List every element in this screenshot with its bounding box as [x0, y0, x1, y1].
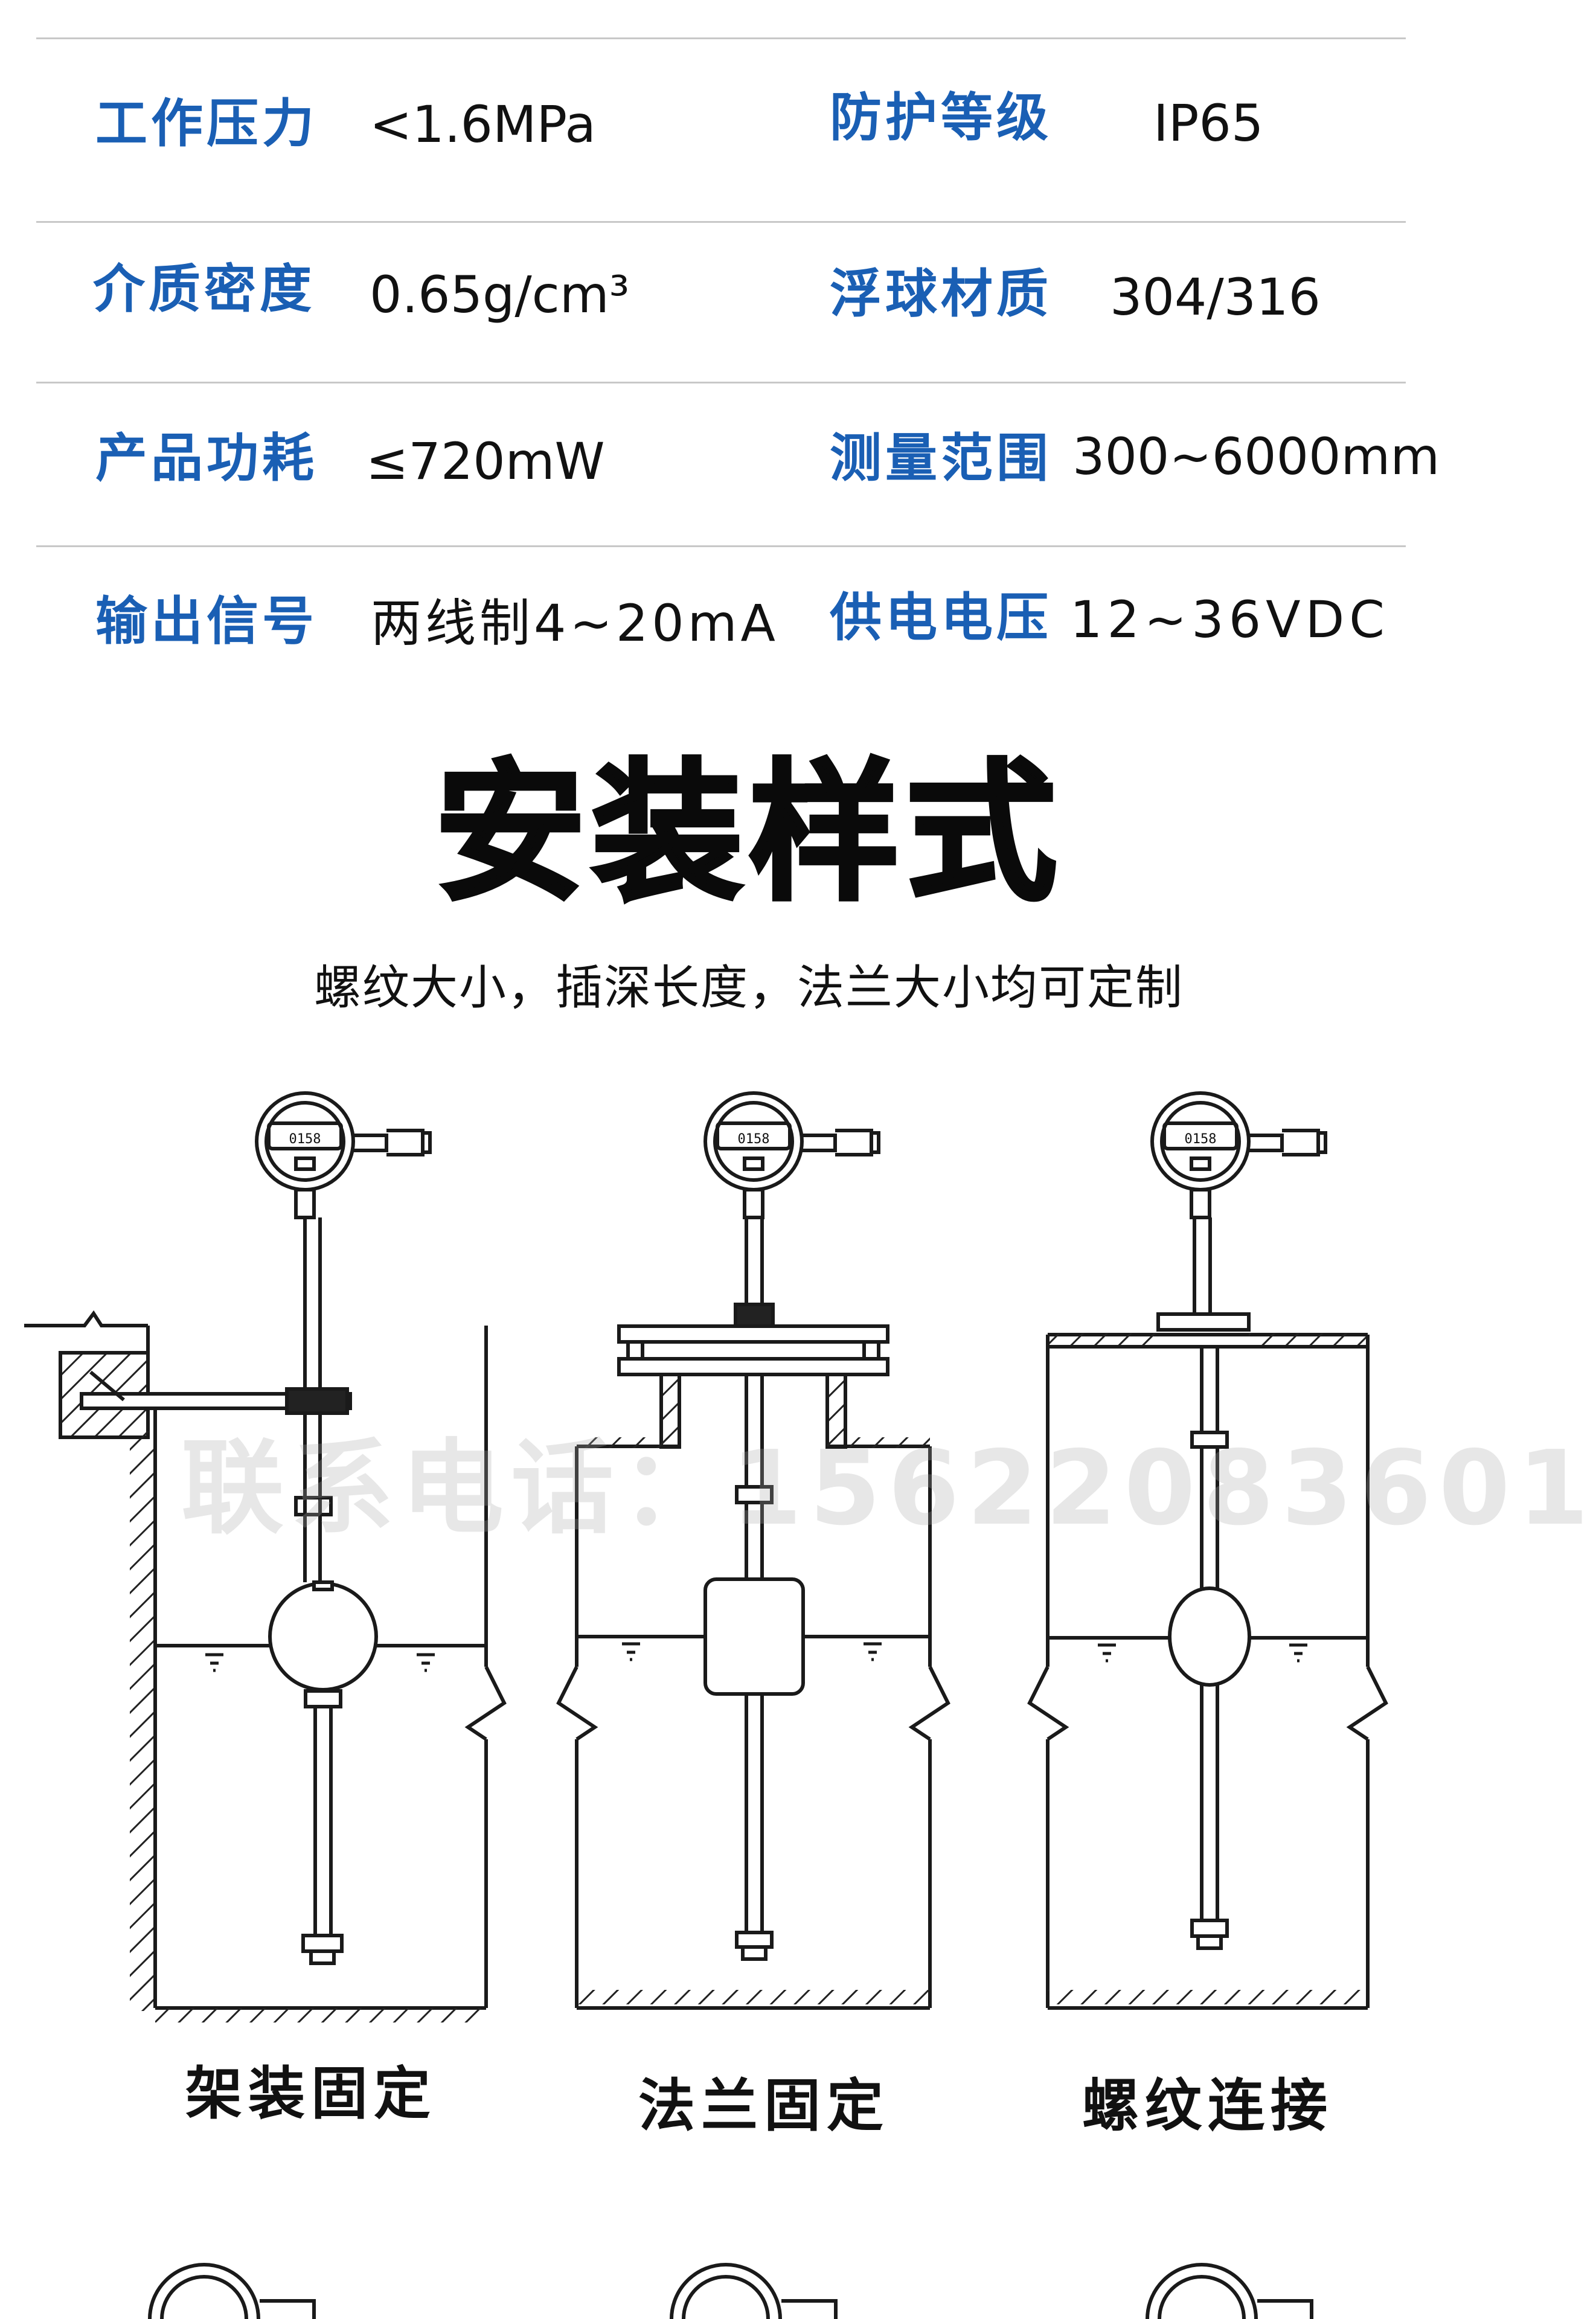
spec-label-supply: 供电电压 — [830, 588, 1052, 648]
display-reading: 0158 — [289, 1132, 321, 1147]
diagram-threaded-mount: 0158 — [1027, 1091, 1388, 2010]
next-row-preview — [148, 2263, 1313, 2319]
spec-value-density: 0.65g/cm³ — [370, 265, 630, 324]
spec-value-range: 300~6000mm — [1072, 427, 1440, 486]
spec-value-power: ≤720mW — [366, 432, 605, 491]
spec-value-float-material: 304/316 — [1110, 268, 1321, 327]
spec-label-protection: 防护等级 — [830, 88, 1052, 148]
installation-diagrams: 0158 — [24, 1091, 1388, 2319]
display-reading: 0158 — [738, 1132, 770, 1147]
spec-value-protection: IP65 — [1153, 94, 1264, 153]
caption-flange-mount: 法兰固定 — [638, 2073, 889, 2139]
spec-value-supply: 12~36VDC — [1070, 590, 1389, 649]
display-reading: 0158 — [1185, 1132, 1217, 1147]
divider — [36, 221, 1406, 223]
section-subtitle: 螺纹大小，插深长度，法兰大小均可定制 — [313, 961, 1184, 1015]
spec-value-pressure: <1.6MPa — [370, 95, 596, 154]
divider — [36, 545, 1406, 547]
caption-rack-mount: 架装固定 — [185, 2061, 437, 2127]
spec-label-power: 产品功耗 — [95, 428, 318, 489]
spec-label-float-material: 浮球材质 — [830, 264, 1052, 324]
caption-threaded-mount: 螺纹连接 — [1082, 2073, 1333, 2139]
spec-label-pressure: 工作压力 — [95, 94, 318, 154]
spec-label-density: 介质密度 — [93, 259, 315, 319]
divider — [36, 37, 1406, 39]
spec-label-range: 测量范围 — [830, 428, 1052, 489]
section-title: 安装样式 — [433, 745, 1063, 921]
spec-value-output: 两线制4~20mA — [371, 594, 780, 653]
watermark: 联系电话：15622083601 — [181, 1429, 1596, 1548]
diagram-rack-mount: 0158 — [24, 1091, 507, 2022]
transmitter-head-icon: 0158 — [255, 1091, 432, 1219]
transmitter-head-icon: 0158 — [1150, 1091, 1327, 1219]
diagram-flange-mount: 0158 — [556, 1091, 950, 2010]
spec-label-output: 输出信号 — [95, 591, 318, 652]
divider — [36, 382, 1406, 383]
transmitter-head-icon: 0158 — [703, 1091, 880, 1219]
